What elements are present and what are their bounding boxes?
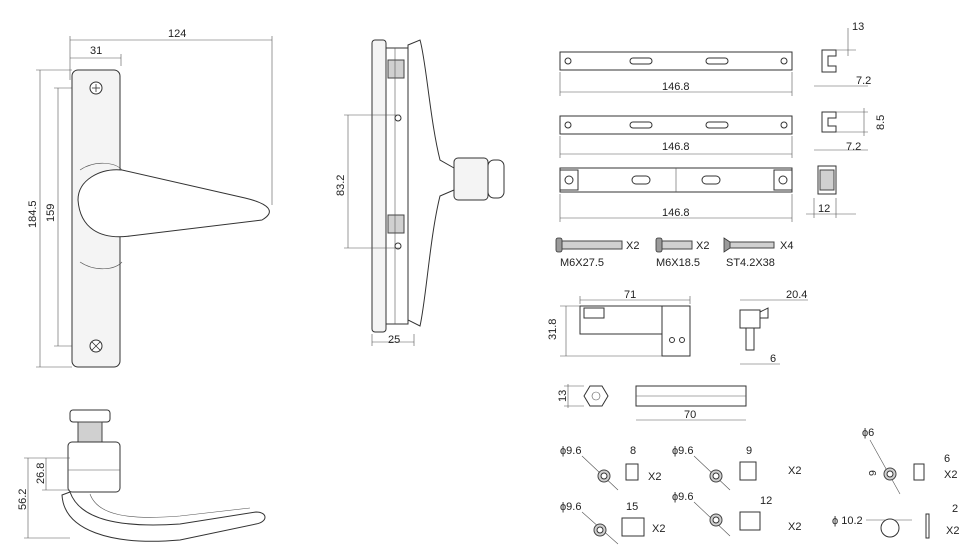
dim-bottom-height: 56.2 xyxy=(17,489,29,510)
small-part-2: ϕ 10.2 2 X2 xyxy=(832,503,959,539)
dim-key-width: 20.4 xyxy=(786,289,807,301)
spacer-2-dia: ϕ9.6 xyxy=(672,445,693,457)
dim-end-width: 12 xyxy=(818,203,830,215)
rod-3: 146.8 xyxy=(559,167,793,222)
profile-2: 8.5 7.2 xyxy=(814,108,887,153)
end-cap: 12 xyxy=(806,165,856,218)
spacer-4-len: 12 xyxy=(760,495,772,507)
spacer-1-qty: X2 xyxy=(648,471,661,483)
profile-1: 13 7.2 xyxy=(814,21,871,87)
cross-screw-head-icon xyxy=(89,81,103,95)
rod-1: 146.8 xyxy=(559,51,793,96)
side-view: 83.2 25 xyxy=(335,39,505,346)
small-1-len: 6 xyxy=(944,453,950,465)
handle-knob-side xyxy=(453,157,489,201)
small-1-h: 9 xyxy=(867,470,879,476)
dim-spindle-length: 71 xyxy=(624,289,636,301)
small-2-dia: ϕ 10.2 xyxy=(832,515,863,527)
small-2-len: 2 xyxy=(952,503,958,515)
cross-screw-head-icon xyxy=(89,339,103,353)
small-1-dia: ϕ6 xyxy=(862,427,874,439)
spacer-3: ϕ9.6 15 X2 xyxy=(560,501,665,545)
screw-2-qty: X2 xyxy=(696,240,709,252)
spacer-2: ϕ9.6 9 X2 xyxy=(672,445,801,491)
dim-profile-a: 7.2 xyxy=(856,75,871,87)
key-part: 20.4 6 xyxy=(739,289,808,365)
dim-key-stem: 6 xyxy=(770,353,776,365)
spacer-3-dia: ϕ9.6 xyxy=(560,501,581,513)
dim-side-depth: 25 xyxy=(388,334,400,346)
dim-overall-height: 184.5 xyxy=(27,200,39,228)
screw-m6x18: X2 M6X18.5 xyxy=(655,237,709,269)
dim-profile-c: 7.2 xyxy=(846,141,861,153)
spacer-2-len: 9 xyxy=(746,445,752,457)
dim-nut-height: 13 xyxy=(557,390,569,402)
screw-2-label: M6X18.5 xyxy=(656,257,700,269)
dim-rod-length-1: 146.8 xyxy=(662,81,690,93)
dim-side-spacing: 83.2 xyxy=(335,175,347,196)
spindle-assembly: 71 31.8 xyxy=(547,289,691,357)
lever-handle xyxy=(77,169,270,238)
dim-rod-length-3: 146.8 xyxy=(662,207,690,219)
bottom-view: 56.2 26.8 xyxy=(17,409,266,542)
small-2-qty: X2 xyxy=(946,525,959,537)
rod-2: 146.8 xyxy=(559,115,793,158)
spacer-1: ϕ9.6 8 X2 xyxy=(560,445,661,491)
screw-1-label: M6X27.5 xyxy=(560,257,604,269)
dim-bottom-neck: 26.8 xyxy=(35,463,47,484)
dim-rod-length-2: 146.8 xyxy=(662,141,690,153)
screw-3-label: ST4.2X38 xyxy=(726,257,775,269)
small-part-1: ϕ6 9 6 X2 xyxy=(862,427,957,495)
screw-m6x27: X2 M6X27.5 xyxy=(555,237,639,269)
spacer-4-qty: X2 xyxy=(788,521,801,533)
spacer-1-dia: ϕ9.6 xyxy=(560,445,581,457)
screw-st4: X4 ST4.2X38 xyxy=(723,237,793,269)
dim-plate-width: 31 xyxy=(90,45,102,57)
screw-3-qty: X4 xyxy=(780,240,793,252)
dim-spindle-height: 31.8 xyxy=(547,319,559,340)
spacer-3-len: 15 xyxy=(626,501,638,513)
spacer-3-qty: X2 xyxy=(652,523,665,535)
hex-nut-icon: 13 xyxy=(557,384,609,408)
dim-hole-spacing: 159 xyxy=(45,204,57,222)
dim-profile-b: 8.5 xyxy=(875,115,887,130)
small-1-qty: X2 xyxy=(944,469,957,481)
screw-1-qty: X2 xyxy=(626,240,639,252)
dim-bar-length: 70 xyxy=(684,409,696,421)
front-view: 124 31 184.5 159 xyxy=(27,28,273,368)
dim-overall-width: 124 xyxy=(168,28,186,40)
spacer-4-dia: ϕ9.6 xyxy=(672,491,693,503)
square-bar: 70 xyxy=(635,385,747,421)
spacer-1-len: 8 xyxy=(630,445,636,457)
spacer-2-qty: X2 xyxy=(788,465,801,477)
spacer-4: ϕ9.6 12 X2 xyxy=(672,491,801,537)
dim-profile-top: 13 xyxy=(852,21,864,33)
